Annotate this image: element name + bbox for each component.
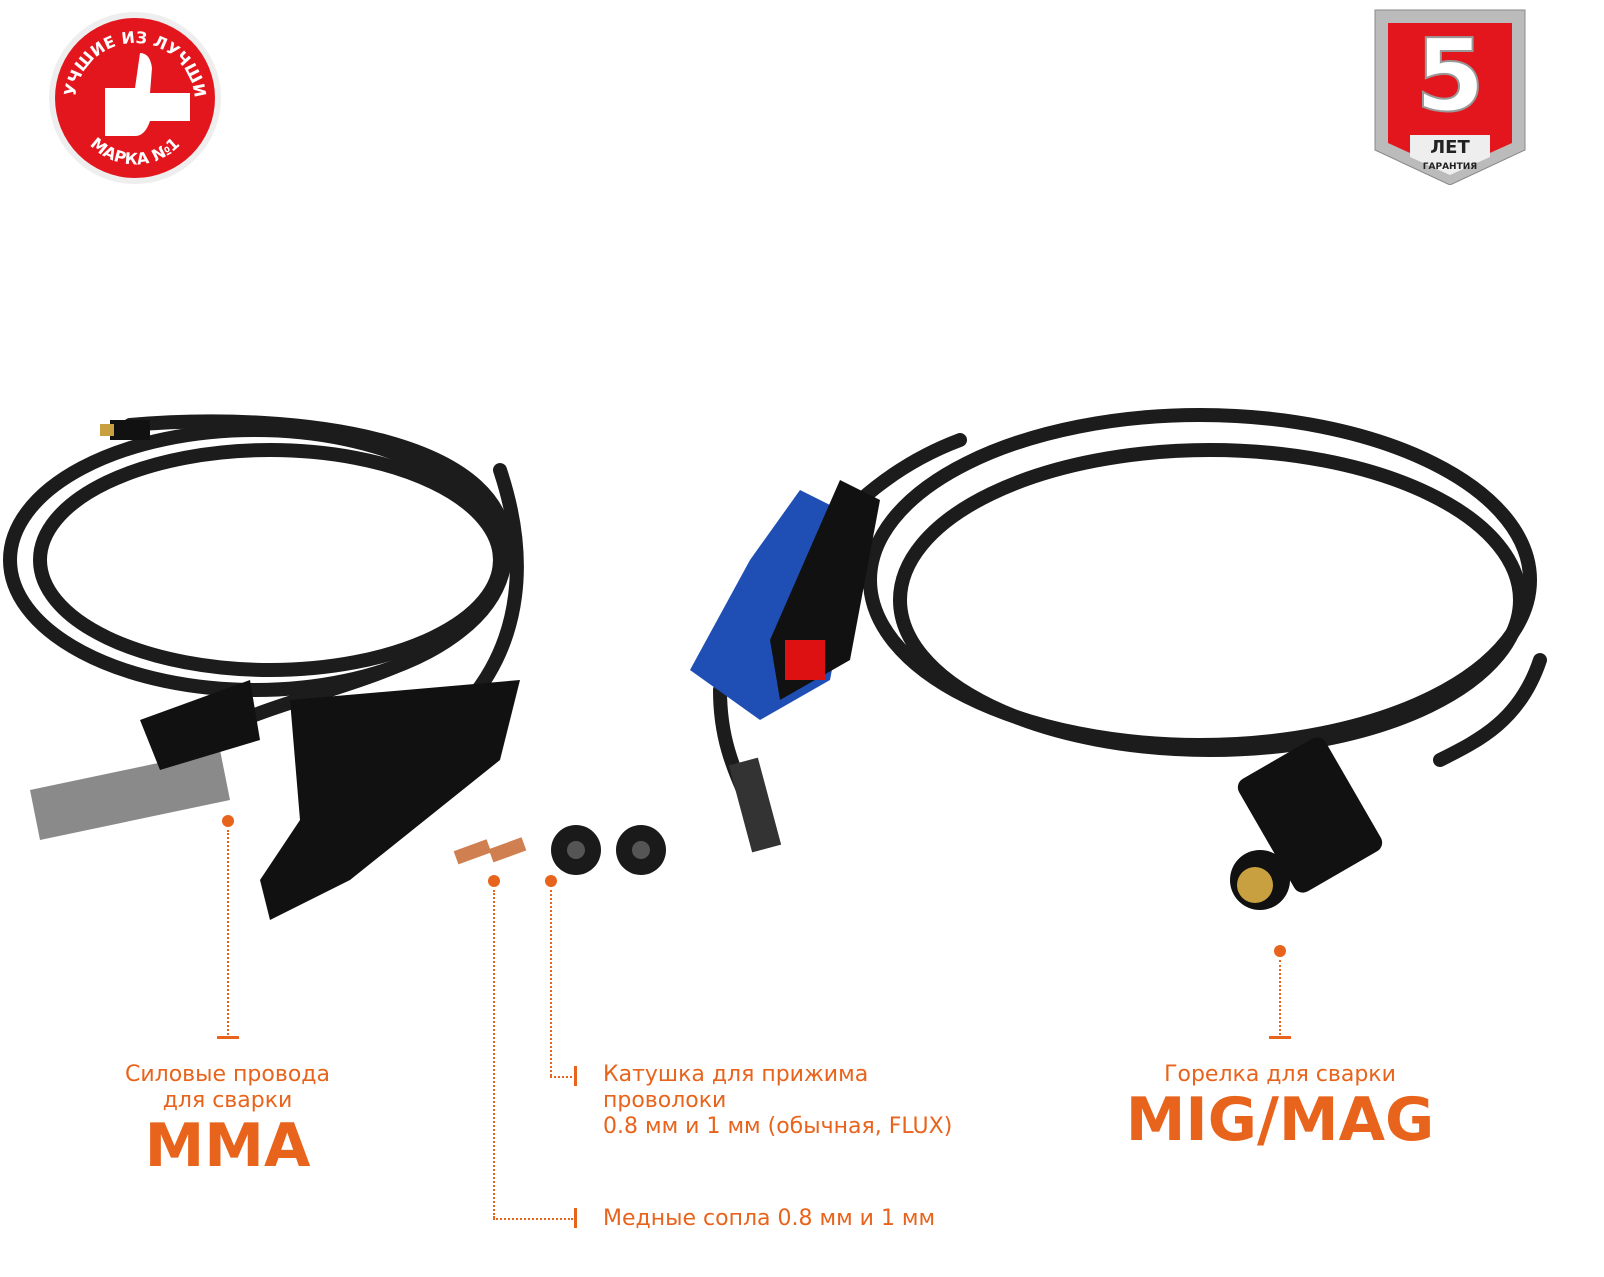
electrode-holder [260,680,520,920]
roller-label-line2: проволоки [603,1088,727,1113]
euro-connector [1237,737,1383,893]
callout-dot [488,875,500,887]
best-brand-badge: ЛУЧШИЕ ИЗ ЛУЧШИХ МАРКА №1 [45,8,225,188]
warranty-unit: ЛЕТ [1430,137,1470,158]
copper-nozzle [453,839,492,865]
cable-connector [110,420,150,440]
mma-label: Силовые провода для сварки MMA [90,1062,365,1178]
warranty-number: 5 [1415,17,1485,134]
mig-label-big: MIG/MAG [1125,1085,1435,1155]
warranty-caption: ГАРАНТИЯ [1423,162,1477,172]
ground-clamp [30,750,230,840]
callout-line [227,830,229,1035]
callout-dot [545,875,557,887]
callout-dot [222,815,234,827]
copper-nozzle [488,837,527,863]
nozzles-label: Медные сопла 0.8 мм и 1 мм [603,1206,936,1231]
roller-label: Катушка для прижима проволоки 0.8 мм и 1… [603,1062,952,1140]
mma-label-line1: Силовые провода [125,1062,330,1087]
mma-label-line2: для сварки [162,1088,293,1113]
mig-label-line1: Горелка для сварки [1164,1062,1396,1087]
roller-label-line3: 0.8 мм и 1 мм (обычная, FLUX) [603,1114,953,1139]
callout-tick [217,1036,239,1039]
callout-line [550,890,552,1076]
mma-label-big: MMA [144,1111,311,1181]
warranty-badge: 5 ЛЕТ ГАРАНТИЯ [1370,5,1530,185]
roller-label-line1: Катушка для прижима [603,1062,869,1087]
mig-label: Горелка для сварки MIG/MAG [1110,1062,1450,1152]
callout-tick [1269,1036,1291,1039]
callout-tick [574,1066,577,1086]
callout-line [550,1076,572,1078]
callout-line [1279,960,1281,1035]
callout-line [493,1218,573,1220]
thumbs-up-icon [105,53,190,136]
callout-line [493,890,495,1218]
callout-dot [1274,945,1286,957]
callout-tick [574,1208,577,1228]
